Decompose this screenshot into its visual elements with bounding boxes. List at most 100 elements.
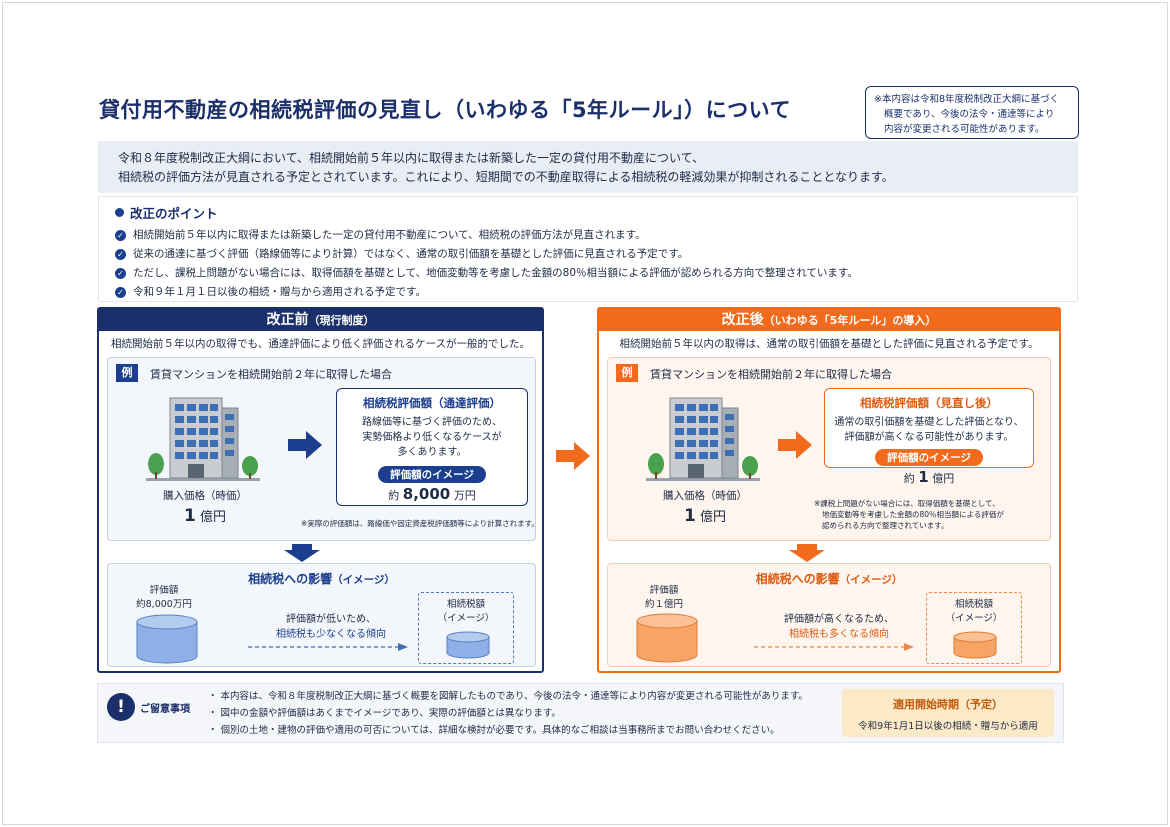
eval-title: 相続税評価額（通達評価） — [363, 396, 501, 410]
eval-description: 通常の取引価額を基礎とした評価となり、 評価額が高くなる可能性があります。 — [825, 415, 1033, 445]
cylinder-label: 評価額 約8,000万円 — [124, 584, 204, 612]
cylinder-label-line: 約8,000万円 — [136, 599, 192, 610]
after-panel-header: 改正後（いわゆる「5年ルール」の導入） — [599, 309, 1059, 331]
purchase-price-value: 1 億円 — [146, 506, 264, 526]
eval-desc-line: 路線価等に基づく評価のため、 — [362, 417, 502, 428]
impact-title-sub: （イメージ） — [332, 574, 395, 586]
start-date-box: 適用開始時期（予定） 令和9年1月1日以後の相続・贈与から適用 — [842, 689, 1054, 737]
purchase-price-label: 購入価格（時価） — [163, 490, 247, 502]
example-tag: 例 — [116, 364, 138, 382]
eval-desc-line: 多くあります。 — [397, 447, 467, 458]
intro-box: 令和８年度税制改正大綱において、相続開始前５年以内に取得または新築した一定の貸付… — [98, 141, 1078, 193]
caution-item: ・ 図中の金額や評価額はあくまでイメージであり、実際の評価額とは異なります。 — [208, 708, 561, 719]
eval-desc-line: 評価額が高くなる可能性があります。 — [844, 432, 1014, 443]
impact-line: 評価額が高くなるため、 — [784, 614, 894, 625]
note-line: 内容が変更される可能性があります。 — [884, 124, 1045, 135]
impact-title-text: 相続税への影響 — [248, 572, 333, 586]
impact-explanation: 評価額が低いため、 相続税も少なくなる傾向 — [246, 612, 416, 642]
footnote-line: 認められる方向で整理されています。 — [822, 521, 949, 530]
check-icon: ✓ — [115, 268, 126, 279]
before-panel: 改正前（現行制度） 相続開始前５年以内の取得でも、通達評価により低く評価されるケ… — [97, 307, 544, 673]
after-example-box: 例 賃貸マンションを相続開始前２年に取得した場合 購入価格（時価） 1 億円 相 — [607, 357, 1051, 541]
caution-item: ・ 本内容は、令和８年度税制改正大綱に基づく概要を図解したものであり、今後の法令… — [208, 691, 808, 702]
impact-line: 評価額が低いため、 — [286, 614, 376, 625]
before-subtitle: 相続開始前５年以内の取得でも、通達評価により低く評価されるケースが一般的でした。 — [111, 338, 530, 350]
start-title: 適用開始時期（予定） — [893, 698, 1003, 711]
impact-line-highlight: 相続税も少なくなる傾向 — [276, 629, 386, 640]
check-icon: ✓ — [115, 287, 126, 298]
price-number: 1 — [684, 506, 696, 526]
after-image-wrap: 評価額のイメージ 約 1 億円 — [824, 446, 1034, 486]
bullet-dot-icon — [115, 208, 124, 217]
tax-line: （イメージ） — [945, 613, 1003, 624]
before-example-box: 例 賃貸マンションを相続開始前２年に取得した場合 購入価格（時価） 1 億円 相 — [107, 357, 539, 541]
dashed-arrow-icon — [248, 643, 408, 651]
cylinder-label-line: 評価額 — [649, 585, 679, 596]
impact-title: 相続税への影響（イメージ） — [108, 570, 535, 587]
arrow-down-icon — [284, 544, 320, 562]
after-impact-box: 相続税への影響（イメージ） 評価額 約１億円 評価額が高くなるため、 相続税も多… — [607, 563, 1051, 667]
valuation-cylinder-icon — [136, 614, 198, 664]
tax-line: （イメージ） — [437, 613, 495, 624]
eval-title: 相続税評価額（見直し後） — [860, 396, 998, 410]
check-icon: ✓ — [115, 230, 126, 241]
points-title-text: 改正のポイント — [130, 206, 218, 221]
footnote-line: 地価変動等を考慮した金額の80％相当額による評価が — [822, 510, 1004, 519]
tax-amount-box: 相続税額 （イメージ） — [926, 592, 1022, 664]
valuation-cylinder-icon — [636, 613, 698, 663]
tax-line: 相続税額 — [954, 599, 993, 610]
arrow-right-icon — [778, 431, 812, 459]
image-prefix: 約 — [388, 489, 400, 502]
tax-cylinder-icon — [446, 631, 490, 659]
impact-title-sub: （イメージ） — [839, 574, 903, 586]
note-line: ※本内容は令和8年度税制改正大綱に基づく — [874, 94, 1060, 105]
eval-desc-line: 実勢価格より低くなるケースが — [362, 432, 502, 443]
before-impact-box: 相続税への影響（イメージ） 評価額 約8,000万円 評価額が低いため、 相続税… — [107, 563, 536, 667]
point-text: 相続開始前５年以内に取得または新築した一定の貸付用不動産について、相続税の評価方… — [133, 229, 646, 241]
reform-points: 改正のポイント ✓ 相続開始前５年以内に取得または新築した一定の貸付用不動産につい… — [98, 196, 1078, 302]
after-head: 改正後 — [721, 312, 764, 328]
point-item: ✓ ただし、課税上問題がない場合には、取得価額を基礎として、地価変動等を考慮した金… — [115, 264, 1061, 283]
start-text: 令和9年1月1日以後の相続・贈与から適用 — [858, 721, 1038, 732]
footnote-line: ※課税上問題がない場合には、取得価額を基礎として、 — [814, 499, 1000, 508]
before-eval-box: 相続税評価額（通達評価） 路線価等に基づく評価のため、 実勢価格より低くなるケー… — [336, 388, 528, 506]
before-head-sub: （現行制度） — [308, 314, 375, 327]
point-item: ✓ 相続開始前５年以内に取得または新築した一定の貸付用不動産について、相続税の評価… — [115, 226, 1061, 245]
intro-line: 相続税の評価方法が見直される予定とされています。これにより、短期間での不動産取得… — [118, 170, 894, 184]
point-text: 従来の通達に基づく評価（路線価等により計算）ではなく、通常の取引価額を基礎とした… — [133, 248, 689, 260]
caution-list: ・ 本内容は、令和８年度税制改正大綱に基づく概要を図解したものであり、今後の法令… — [208, 688, 808, 739]
point-item: ✓ 令和９年１月１日以後の相続・贈与から適用される予定です。 — [115, 283, 1061, 302]
image-pill: 評価額のイメージ — [378, 466, 486, 483]
note-line: 概要であり、今後の法令・通達等により — [884, 109, 1055, 120]
transition-arrow-icon — [556, 442, 590, 470]
after-footnote: ※課税上問題がない場合には、取得価額を基礎として、 地価変動等を考慮した金額の8… — [814, 498, 1004, 531]
arrow-down-icon — [789, 544, 825, 562]
dashed-arrow-icon — [754, 643, 914, 651]
image-value: 約 8,000 万円 — [337, 485, 527, 503]
points-title: 改正のポイント — [115, 203, 1061, 222]
cylinder-label: 評価額 約１億円 — [624, 584, 704, 612]
impact-title-text: 相続税への影響 — [755, 572, 840, 586]
purchase-price-label: 購入価格（時価） — [663, 490, 747, 502]
price-number: 1 — [184, 506, 196, 526]
impact-title: 相続税への影響（イメージ） — [608, 570, 1050, 587]
caution-label: ご留意事項 — [140, 704, 190, 715]
before-head: 改正前 — [266, 312, 309, 328]
image-unit: 億円 — [932, 472, 955, 485]
example-text: 賃貸マンションを相続開始前２年に取得した場合 — [150, 368, 392, 381]
impact-line-highlight: 相続税も多くなる傾向 — [789, 629, 889, 640]
eval-description: 路線価等に基づく評価のため、 実勢価格より低くなるケースが 多くあります。 — [337, 415, 527, 460]
price-unit: 億円 — [199, 510, 226, 525]
tax-amount-box: 相続税額 （イメージ） — [418, 592, 514, 664]
before-footnote: ※実際の評価額は、路線価や固定資産税評価額等により計算されます。 — [301, 519, 539, 528]
point-text: ただし、課税上問題がない場合には、取得価額を基礎として、地価変動等を考慮した金額… — [133, 267, 858, 279]
building-icon — [146, 397, 260, 481]
after-panel: 改正後（いわゆる「5年ルール」の導入） 相続開始前５年以内の取得は、通常の取引価… — [597, 307, 1061, 673]
example-text: 賃貸マンションを相続開始前２年に取得した場合 — [650, 368, 892, 381]
example-tag: 例 — [616, 364, 638, 382]
image-pill: 評価額のイメージ — [875, 449, 983, 466]
after-head-sub: （いわゆる「5年ルール」の導入） — [763, 314, 937, 327]
point-text: 令和９年１月１日以後の相続・贈与から適用される予定です。 — [133, 286, 426, 298]
after-subtitle: 相続開始前５年以内の取得は、通常の取引価額を基礎とした評価に見直される予定です。 — [619, 338, 1039, 350]
